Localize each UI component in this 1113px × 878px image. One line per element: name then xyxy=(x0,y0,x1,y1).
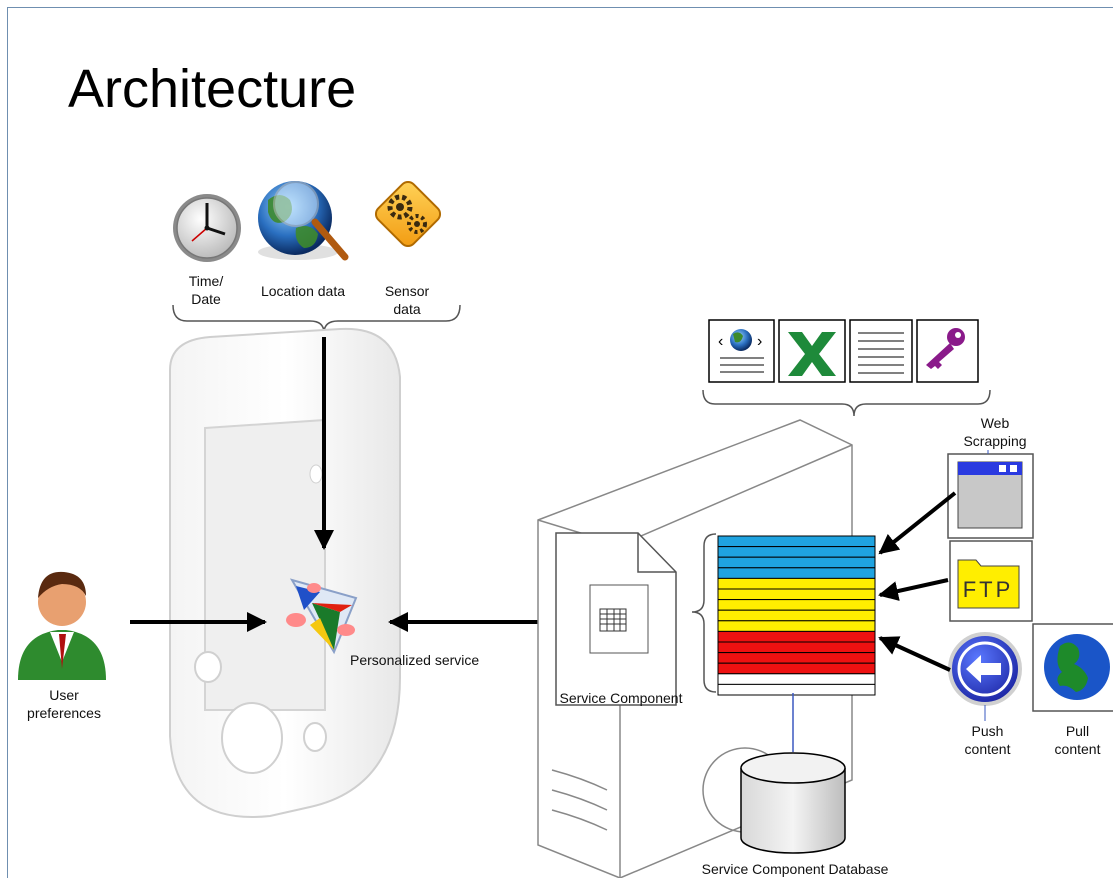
clock-icon xyxy=(173,194,241,262)
svg-text:›: › xyxy=(757,333,762,350)
user-icon xyxy=(18,571,106,680)
table-row xyxy=(717,673,876,685)
personalized-service-label: Personalized service xyxy=(350,652,480,668)
table-row xyxy=(717,577,876,590)
table-row xyxy=(717,609,876,622)
service-component-document xyxy=(555,532,677,706)
service-component-label: Service Component xyxy=(559,690,683,706)
mobile-device xyxy=(169,327,401,818)
location-globe-icon xyxy=(258,181,349,261)
table-row xyxy=(717,599,876,611)
pull-content-icon xyxy=(1032,623,1113,712)
database-label: Service Component Database xyxy=(701,861,889,877)
formats-brace xyxy=(702,389,991,417)
table-row xyxy=(717,652,876,664)
time-date-label: Time/ Date xyxy=(188,273,224,307)
table-row xyxy=(717,567,876,579)
spreadsheet-icon xyxy=(599,608,627,632)
arrow-ftp-to-table xyxy=(878,578,949,601)
location-data-label: Location data xyxy=(260,283,346,299)
push-content-label: Push content xyxy=(964,723,1011,757)
table-brace xyxy=(691,533,717,693)
slide-title: Architecture xyxy=(68,59,357,119)
table-row xyxy=(717,630,876,643)
table-row xyxy=(717,620,876,632)
text-document-icon xyxy=(849,319,913,383)
ftp-folder-icon xyxy=(949,540,1033,622)
ftp-text: FTP xyxy=(963,577,1014,602)
web-window-icon xyxy=(947,453,1034,539)
arrow-push-to-table xyxy=(878,636,951,672)
table-row xyxy=(717,683,876,696)
excel-icon xyxy=(778,319,846,383)
push-content-icon xyxy=(948,632,1022,706)
key-icon xyxy=(916,319,979,383)
table-row xyxy=(717,535,876,548)
html-document-icon: ‹ › xyxy=(708,319,775,383)
arrow-web-to-table xyxy=(878,491,957,555)
pull-content-label: Pull content xyxy=(1054,723,1101,757)
table-row xyxy=(717,662,876,675)
table-row xyxy=(717,556,876,569)
user-preferences-label: User preferences xyxy=(27,687,101,721)
svg-text:‹: ‹ xyxy=(718,333,723,350)
sensor-gears-icon xyxy=(374,180,442,248)
slide-frame xyxy=(7,7,1113,878)
table-row xyxy=(717,588,876,601)
sensor-data-label: Sensor data xyxy=(384,283,430,317)
data-table xyxy=(717,535,876,696)
web-scrapping-label: Web Scrapping xyxy=(963,415,1027,449)
table-row xyxy=(717,641,876,654)
format-icons: ‹ › xyxy=(708,319,979,383)
database-cylinder-icon xyxy=(740,752,846,854)
personalized-service-icon xyxy=(286,578,358,655)
table-row xyxy=(717,546,876,558)
